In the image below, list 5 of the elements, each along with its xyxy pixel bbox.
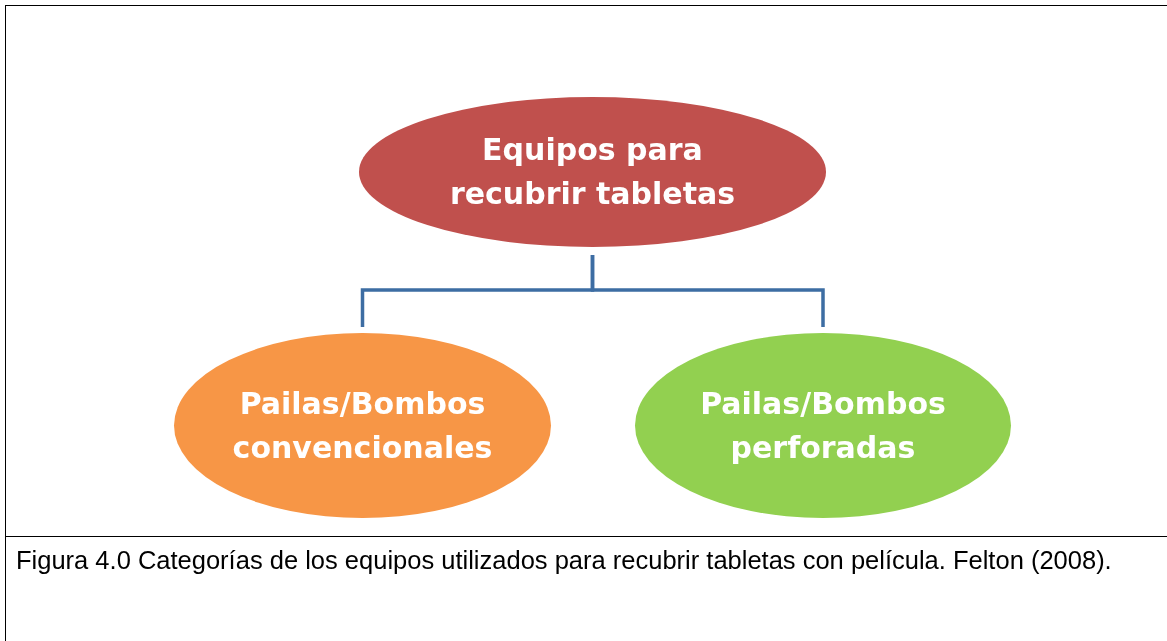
node-label: Pailas/Bombos perforadas — [699, 384, 947, 467]
connector-line — [590, 255, 825, 327]
figure-caption: Figura 4.0 Categorías de los equipos utilizados para recubrir tabletas con película. Felton (2008). — [16, 545, 1113, 575]
node-label: Equipos para recubrir tabletas — [449, 131, 736, 213]
node-label: Pailas/Bombos convencionales — [231, 384, 494, 467]
